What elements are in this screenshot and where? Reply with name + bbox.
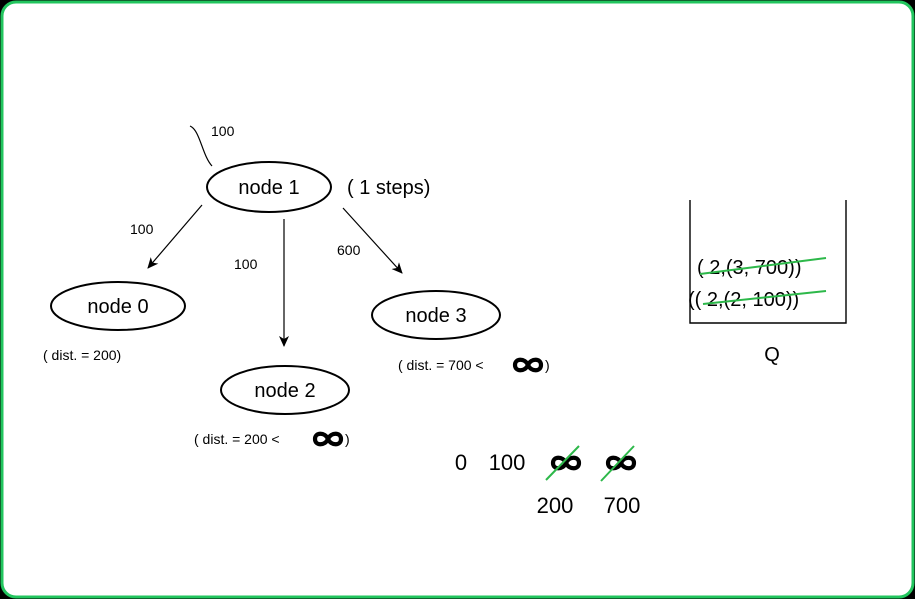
- incoming-edge: [189, 125, 213, 167]
- node-3-label: node 3: [405, 305, 466, 327]
- queue-container: [689, 200, 847, 324]
- node-1-label: node 1: [238, 177, 299, 199]
- distance-3-updated: 700: [604, 493, 641, 518]
- edge-node1-node2-weight: 100: [234, 256, 258, 272]
- node-2-dist: ( dist. = 200 <: [194, 431, 280, 447]
- distance-2-updated: 200: [537, 493, 574, 518]
- edge-node1-node3-weight: 600: [337, 242, 361, 258]
- edge-node1-node0-weight: 100: [130, 221, 154, 237]
- queue-entry-bottom-strike: [702, 290, 827, 305]
- node-0[interactable]: [50, 281, 186, 331]
- distance-1: 100: [489, 450, 526, 475]
- node-2-dist-close: ): [345, 431, 350, 447]
- node-2[interactable]: [220, 365, 350, 415]
- node-3[interactable]: [371, 290, 501, 340]
- queue-label: Q: [764, 344, 780, 366]
- node-0-dist: ( dist. = 200): [43, 347, 121, 363]
- incoming-edge-weight: 100: [211, 123, 235, 139]
- node-2-label: node 2: [254, 380, 315, 402]
- node-3-dist: ( dist. = 700 <: [398, 357, 484, 373]
- node-1-steps: ( 1 steps): [347, 177, 430, 199]
- node-0-label: node 0: [87, 296, 148, 318]
- edge-node1-node0: [147, 204, 203, 269]
- distance-0: 0: [455, 450, 467, 475]
- node-1[interactable]: [206, 161, 332, 213]
- edge-node1-node3: [342, 207, 403, 274]
- queue-entry-top-strike: [699, 257, 827, 275]
- distance-3-strike: [600, 445, 635, 482]
- node-3-dist-close: ): [545, 357, 550, 373]
- distance-2-strike: [545, 445, 580, 481]
